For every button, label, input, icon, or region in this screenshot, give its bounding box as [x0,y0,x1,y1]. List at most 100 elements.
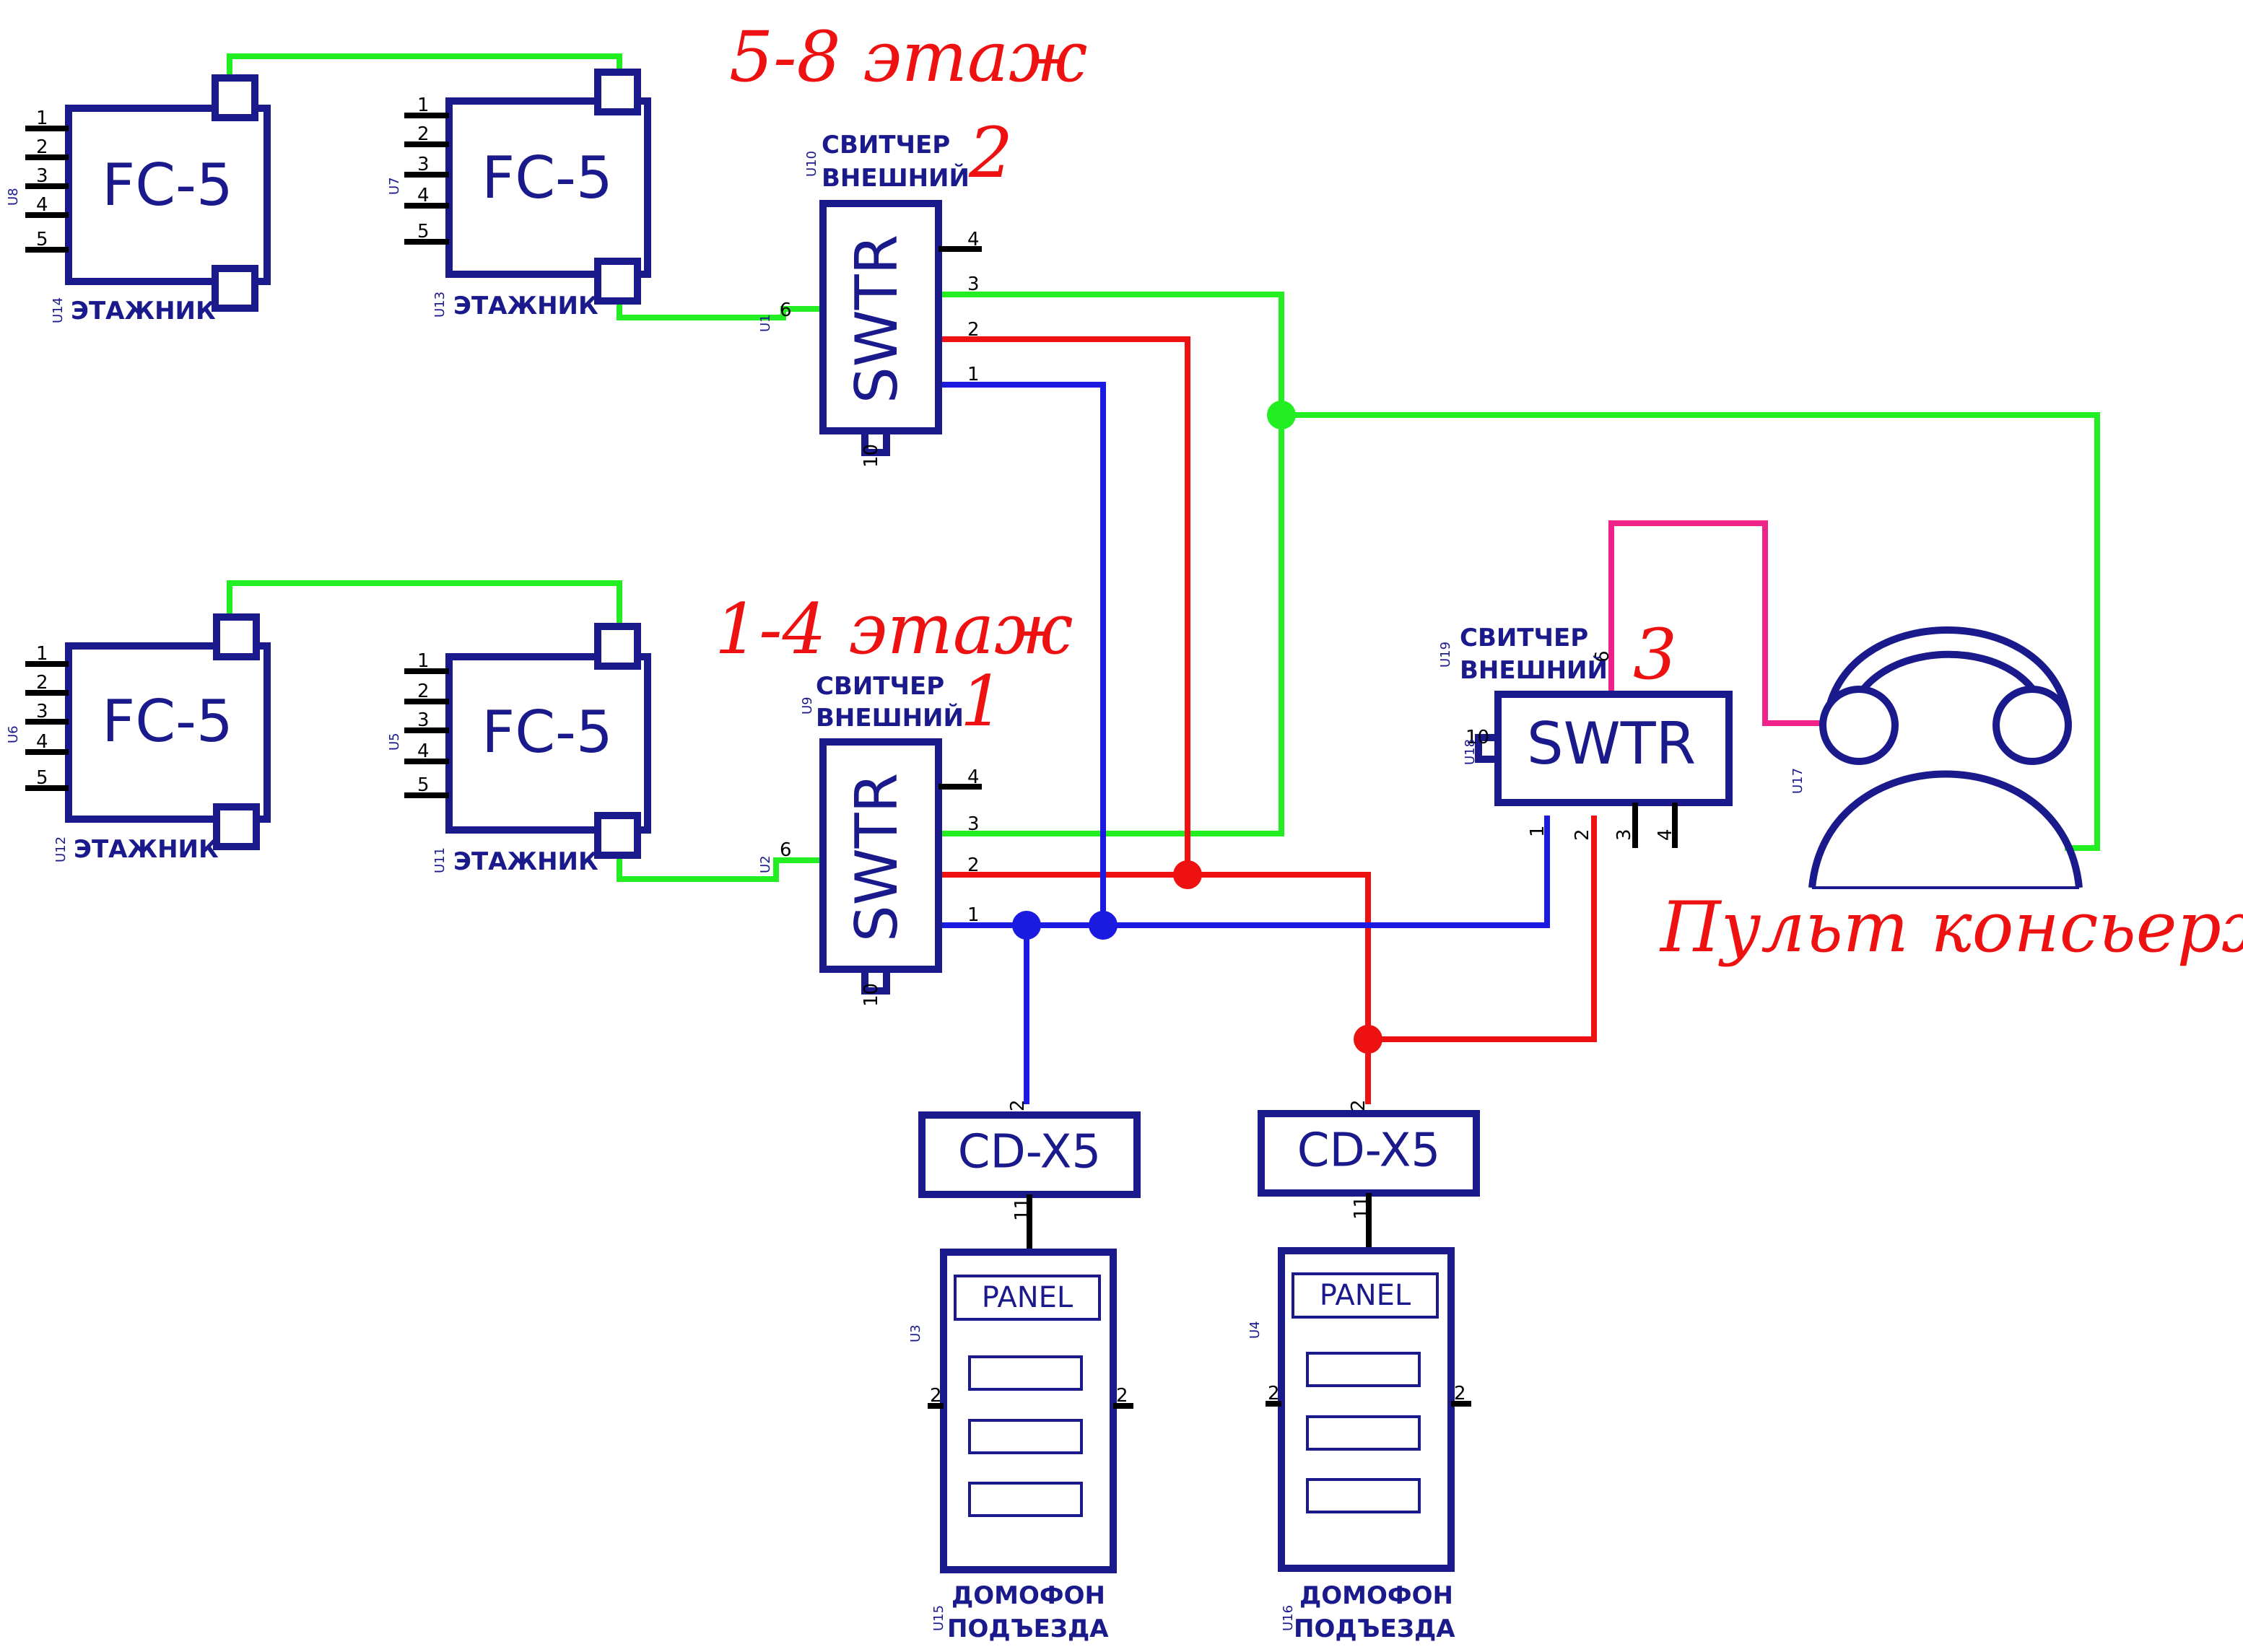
wire-blue-swtr1-pin1 [938,816,1550,928]
pin-2: 2 [967,319,980,341]
pin-6: 6 [780,839,792,861]
cdx5-right: CD-X5 2 11 [1258,1099,1480,1251]
pin-2: 2 [1454,1383,1466,1404]
pin-3: 3 [967,274,980,295]
wire-green-swtr2-pin3 [938,292,1284,836]
pin-4: 4 [1655,829,1676,841]
ref-u18: U18 [1463,739,1478,765]
earcup-left [1819,686,1899,765]
switcher-caption-2: ВНЕШНИЙ [816,703,964,733]
pin-4: 4 [36,731,48,753]
pin-2: 2 [1007,1099,1029,1111]
title-floors-5-8: 5-8 этаж [729,17,1087,97]
wire-red-swtr3-pin2 [1368,816,1597,1042]
pin-5: 5 [417,774,430,796]
title-floors-1-4: 1-4 этаж [715,589,1073,670]
etazhnik-label: ЭТАЖНИК [71,297,216,325]
ref-u5: U5 [387,733,402,751]
earcup-right [1992,686,2072,765]
title-concierge: Пульт консьержа [1659,887,2243,968]
fc5-label: FC-5 [482,699,613,766]
pin-1: 1 [967,904,980,926]
pin-2: 2 [417,123,430,145]
swtr-label: SWTR [843,773,910,942]
ref-u8: U8 [6,188,21,206]
pin-leads [25,661,69,791]
pin-2: 2 [36,672,48,694]
domofon-label-1: ДОМОФОН [1299,1581,1453,1610]
domofon-label-2: ПОДЪЕЗДА [947,1614,1109,1643]
ref-u16: U16 [1281,1605,1296,1631]
headband-outer [1823,626,2072,724]
ref-u17: U17 [1790,768,1806,794]
ref-u6: U6 [6,725,21,743]
panel-label: PANEL [1320,1279,1411,1312]
pin-3: 3 [36,165,48,187]
pin-1: 1 [36,643,48,665]
fc5-u7: FC-5 1 2 3 4 5 U7 U13 ЭТАЖНИК [387,69,651,320]
pin-2: 2 [1348,1099,1369,1111]
switcher-2: SWTR 4 3 2 1 6 10 U1 U10 СВИТЧЕР ВНЕШНИЙ [758,131,982,468]
wire-green-top-link [227,53,622,78]
fc5-label: FC-5 [482,144,613,211]
switcher-caption-2: ВНЕШНИЙ [822,163,970,193]
ref-u3: U3 [908,1324,923,1342]
pin-6: 6 [780,300,792,321]
pin-1: 1 [1527,825,1549,837]
junction-blue-right [1089,911,1118,940]
pin-2: 2 [1268,1383,1280,1404]
ref-u7: U7 [387,177,402,195]
wire-green-u5-to-swtr1 [617,850,823,882]
junction-green [1267,401,1296,429]
pin-leads [25,126,69,253]
switcher-caption-1: СВИТЧЕР [1460,624,1588,652]
switcher-3: SWTR 1 2 3 4 6 10 U18 U19 СВИТЧЕР ВНЕШНИ… [1438,624,1733,848]
etazhnik-label: ЭТАЖНИК [453,847,598,876]
pin-leads [404,113,449,245]
pin-3: 3 [417,709,430,731]
junction-red-top [1173,860,1202,889]
switcher-1: SWTR 4 3 2 1 6 10 U2 U9 СВИТЧЕР ВНЕШНИЙ [758,672,982,1007]
cdx5-label: CD-X5 [1297,1124,1440,1178]
swtr-label: SWTR [843,235,910,403]
ref-u19: U19 [1438,642,1453,668]
pin-3: 3 [1613,829,1635,841]
pin-5: 5 [36,767,48,789]
ref-u14: U14 [51,297,66,323]
wire-green-u7-to-swtr2 [617,302,823,320]
wire-red-swtr2-pin2 [938,336,1190,875]
wires [227,53,2100,1104]
pin-4: 4 [417,185,430,206]
pin-2: 2 [1116,1385,1128,1407]
wire-green-to-concierge [1281,412,2100,851]
ref-u15: U15 [931,1605,946,1631]
switcher-caption-1: СВИТЧЕР [816,672,944,701]
pin-1: 1 [417,650,430,672]
pin-3: 3 [417,154,430,175]
switcher-caption-1: СВИТЧЕР [822,131,950,159]
pin-2: 2 [36,136,48,158]
etazhnik-label: ЭТАЖНИК [74,835,219,864]
ref-u2: U2 [758,855,773,873]
pin-10: 10 [861,444,882,468]
junction-blue-left [1012,911,1041,940]
pin-4: 4 [967,229,980,250]
pin-4: 4 [967,766,980,788]
pin-5: 5 [36,229,48,250]
ref-u4: U4 [1247,1321,1263,1339]
pin-3: 3 [36,701,48,722]
fc5-label: FC-5 [102,152,233,219]
fc5-u8: FC-5 1 2 3 4 5 U8 U14 ЭТАЖНИК [6,74,271,325]
fc5-u5: FC-5 1 2 3 4 5 U5 U11 ЭТАЖНИК [387,623,651,876]
wire-blue-swtr2-pin1 [938,382,1106,925]
pin-2: 2 [967,855,980,876]
pin-2: 2 [930,1385,942,1407]
domofon-label-1: ДОМОФОН [951,1581,1105,1610]
fc5-label: FC-5 [102,688,233,755]
entrance-panel-right: PANEL 2 2 U4 U16 ДОМОФОН ПОДЪЕЗДА [1247,1247,1471,1643]
cdx5-label: CD-X5 [958,1126,1101,1179]
wire-pink-swtr3-pin6 [1608,520,1825,726]
pin-1: 1 [36,108,48,129]
wire-green-bottom-link [227,580,622,628]
entrance-panel-left: PANEL 2 2 U3 U15 ДОМОФОН ПОДЪЕЗДА [908,1249,1133,1643]
